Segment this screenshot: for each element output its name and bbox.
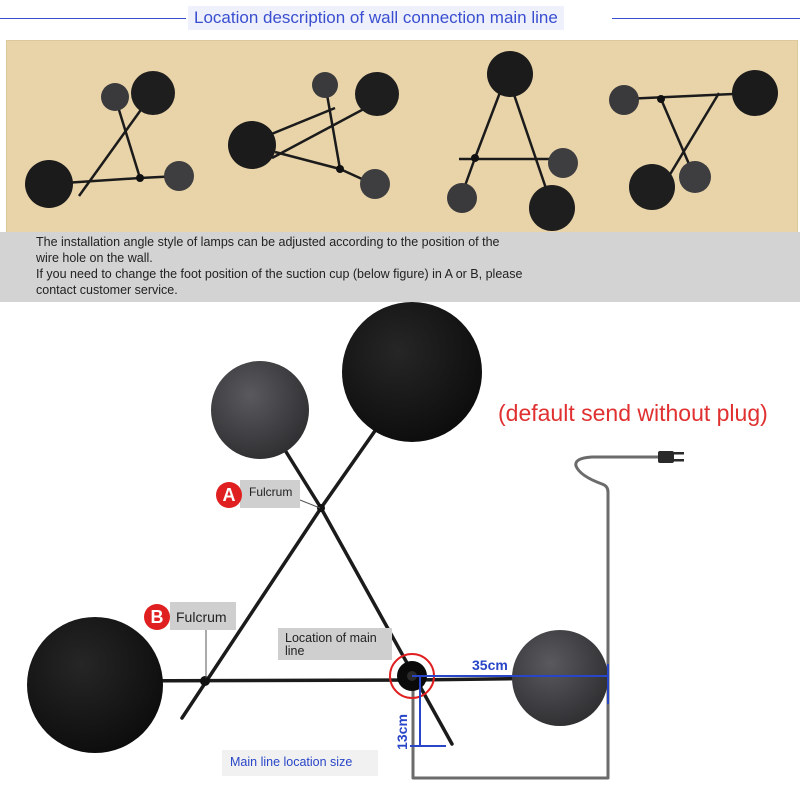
main-line-location-tag <box>278 628 392 660</box>
lamp-variation-1-discs <box>25 71 194 208</box>
installation-note: The installation angle style of lamps ca… <box>0 232 800 302</box>
note-line-4: contact customer service. <box>36 283 178 297</box>
note-line-1: The installation angle style of lamps ca… <box>36 235 500 249</box>
fulcrum-a-label: Fulcrum <box>249 485 293 499</box>
main-lamp-diagram <box>27 302 684 780</box>
power-cord <box>411 455 662 780</box>
lamp-disc-small-top <box>211 361 309 459</box>
fulcrum-a-pivot <box>317 504 325 512</box>
lamp-disc-large-top <box>342 302 482 442</box>
lamp-variation-3-discs <box>447 51 578 231</box>
lamp-variation-2-discs <box>228 72 399 199</box>
main-line-location-label: Location of main line <box>285 632 377 658</box>
title-rule-left <box>0 18 186 19</box>
section-title: Location description of wall connection … <box>188 6 564 30</box>
lamp-disc-large-left <box>27 617 163 753</box>
main-line-location-line-2: line <box>285 644 305 658</box>
main-line-location-line-1: Location of main <box>285 631 377 645</box>
plug-note: (default send without plug) <box>498 400 768 426</box>
fulcrum-b-pivot <box>200 676 210 686</box>
lamp-variations-background <box>6 40 798 240</box>
fulcrum-b-label: Fulcrum <box>176 609 227 625</box>
fulcrum-b-tag <box>170 602 236 630</box>
installation-note-text: The installation angle style of lamps ca… <box>36 234 596 298</box>
note-line-3: If you need to change the foot position … <box>36 267 523 281</box>
lamp-variations-illustration <box>25 51 778 231</box>
lamp-variations-panel <box>0 36 800 244</box>
note-line-2: wire hole on the wall. <box>36 251 153 265</box>
plug-icon <box>658 451 684 463</box>
fulcrum-a-tag <box>240 480 300 508</box>
section-title-bar: Location description of wall connection … <box>0 0 800 36</box>
lamp-variation-4-discs <box>609 70 778 210</box>
height-size-label: 13cm <box>393 714 410 750</box>
main-line-size-box: Main line location size <box>222 750 378 776</box>
badge-b: B <box>144 604 170 630</box>
main-line-size-label: Main line location size <box>230 755 353 769</box>
lamp-arms <box>93 376 562 746</box>
lamp-disc-small-right <box>512 630 608 726</box>
title-rule-right <box>612 18 800 19</box>
width-size-label: 35cm <box>472 657 508 673</box>
fulcrum-a-pointer <box>299 499 321 509</box>
dimension-lines <box>410 664 609 747</box>
badge-a: A <box>216 482 242 508</box>
